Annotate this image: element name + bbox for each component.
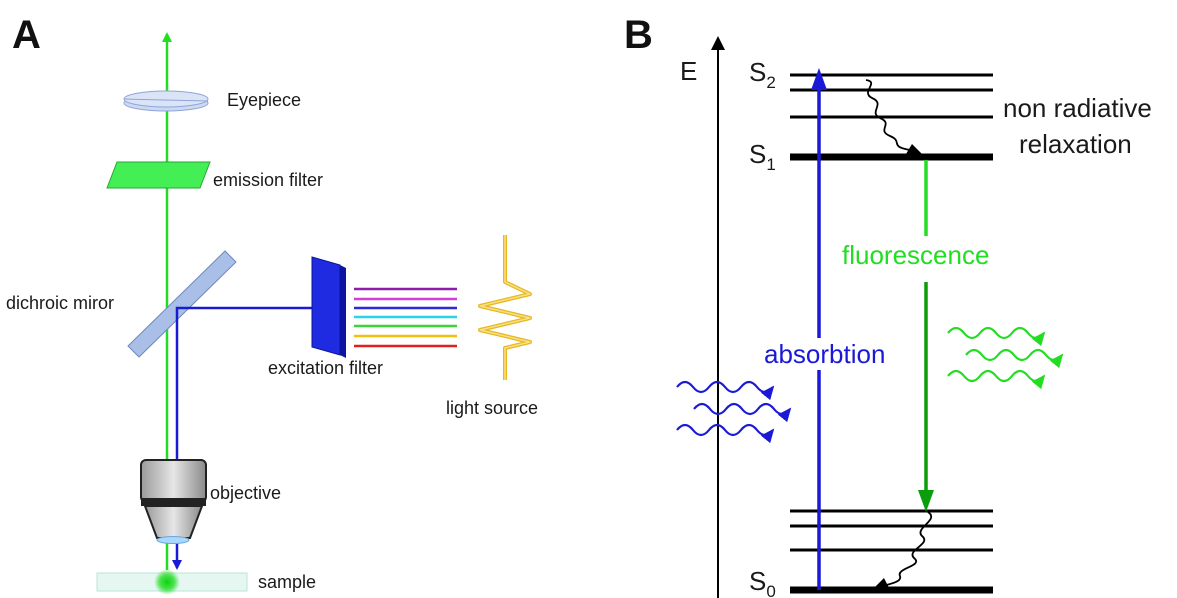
energy-axis-label: E bbox=[680, 56, 697, 86]
fluorescence-arrowhead bbox=[918, 490, 934, 512]
excitation-beam bbox=[172, 306, 314, 570]
label-eyepiece: Eyepiece bbox=[227, 90, 301, 110]
light-source-highlight bbox=[479, 235, 531, 380]
eyepiece bbox=[123, 90, 209, 112]
s0-label: S0 bbox=[749, 566, 776, 598]
light-spectrum bbox=[354, 287, 457, 348]
dichroic-mirror bbox=[127, 250, 237, 358]
panel-a: A bbox=[6, 13, 538, 595]
s1-label: S1 bbox=[749, 139, 776, 174]
label-dichroic-mirror: dichroic miror bbox=[6, 293, 114, 313]
relaxation-label-line1: non radiative bbox=[1003, 93, 1152, 123]
nonradiative-relaxation-lower bbox=[881, 511, 932, 587]
fluorescence-label: fluorescence bbox=[842, 240, 989, 270]
panel-b-letter: B bbox=[624, 13, 653, 57]
nonradiative-relaxation-lower-arrowhead bbox=[870, 578, 890, 592]
incoming-photons bbox=[676, 380, 792, 444]
excitation-filter bbox=[311, 256, 341, 356]
absorption-label: absorbtion bbox=[764, 339, 885, 369]
excitation-filter-edge bbox=[340, 265, 346, 358]
absorption-label-bg bbox=[760, 338, 908, 370]
absorption-arrowhead bbox=[811, 68, 827, 90]
sample-fluorescent-spot bbox=[154, 569, 180, 595]
s2-label: S2 bbox=[749, 57, 776, 92]
panel-b: B E S2 S1 S0 absorbtion non radiative re… bbox=[624, 13, 1152, 598]
label-excitation-filter: excitation filter bbox=[268, 358, 383, 378]
panel-a-letter: A bbox=[12, 13, 41, 57]
label-emission-filter: emission filter bbox=[213, 170, 323, 190]
nonradiative-relaxation-upper bbox=[865, 79, 911, 151]
label-light-source: light source bbox=[446, 398, 538, 418]
emitted-photons bbox=[947, 326, 1064, 390]
label-sample: sample bbox=[258, 572, 316, 592]
objective bbox=[140, 459, 207, 544]
energy-levels bbox=[790, 73, 993, 594]
emission-filter bbox=[106, 161, 211, 189]
relaxation-label-line2: relaxation bbox=[1019, 129, 1132, 159]
label-objective: objective bbox=[210, 483, 281, 503]
nonradiative-relaxation-upper-arrowhead bbox=[906, 144, 924, 156]
